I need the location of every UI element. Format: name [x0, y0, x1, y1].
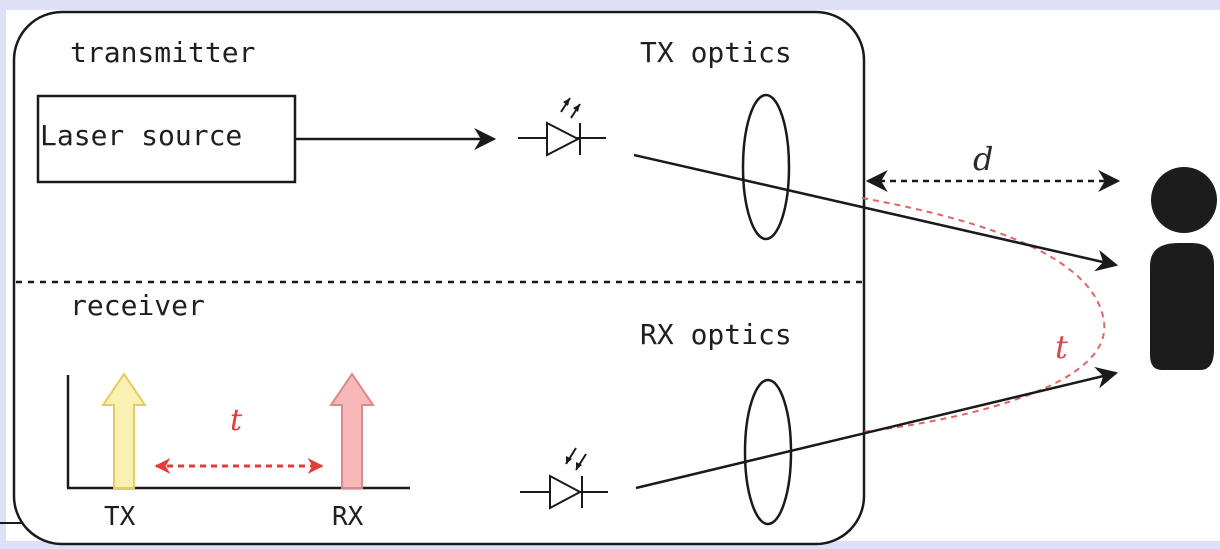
person-icon: [1150, 167, 1217, 370]
tx-lens-icon: [741, 93, 791, 241]
tx-pulse-arrow: [101, 372, 147, 489]
tx-pulse-label: TX: [104, 502, 136, 532]
tx-optics-label: TX optics: [640, 36, 792, 69]
frame-left: [0, 0, 6, 549]
laser-emit-arrowhead-2: [573, 104, 580, 112]
rx-optics-label: RX optics: [640, 318, 792, 351]
photodiode-arrowhead-1: [566, 456, 572, 464]
timing-chart: t TX RX: [66, 372, 410, 532]
laser-source-label: Laser source: [40, 119, 242, 152]
laser-emit-arrowhead-1: [563, 98, 570, 106]
laser-source-box: [36, 94, 297, 184]
return-path-curve: [861, 197, 1106, 433]
chart-time-label: t: [230, 403, 243, 438]
laser-diode-icon: [518, 97, 606, 157]
tx-beam: [633, 153, 1119, 272]
time-of-flight-label: t: [1055, 328, 1068, 366]
distance-label: d: [973, 140, 993, 178]
rx-pulse-label: RX: [332, 502, 364, 532]
transmitter-label: transmitter: [70, 36, 255, 69]
rx-beam: [635, 366, 1119, 490]
rx-pulse-arrow: [329, 372, 375, 489]
photodiode-arrowhead-2: [576, 462, 582, 470]
receiver-label: receiver: [70, 289, 205, 322]
frame-top: [0, 0, 1220, 10]
